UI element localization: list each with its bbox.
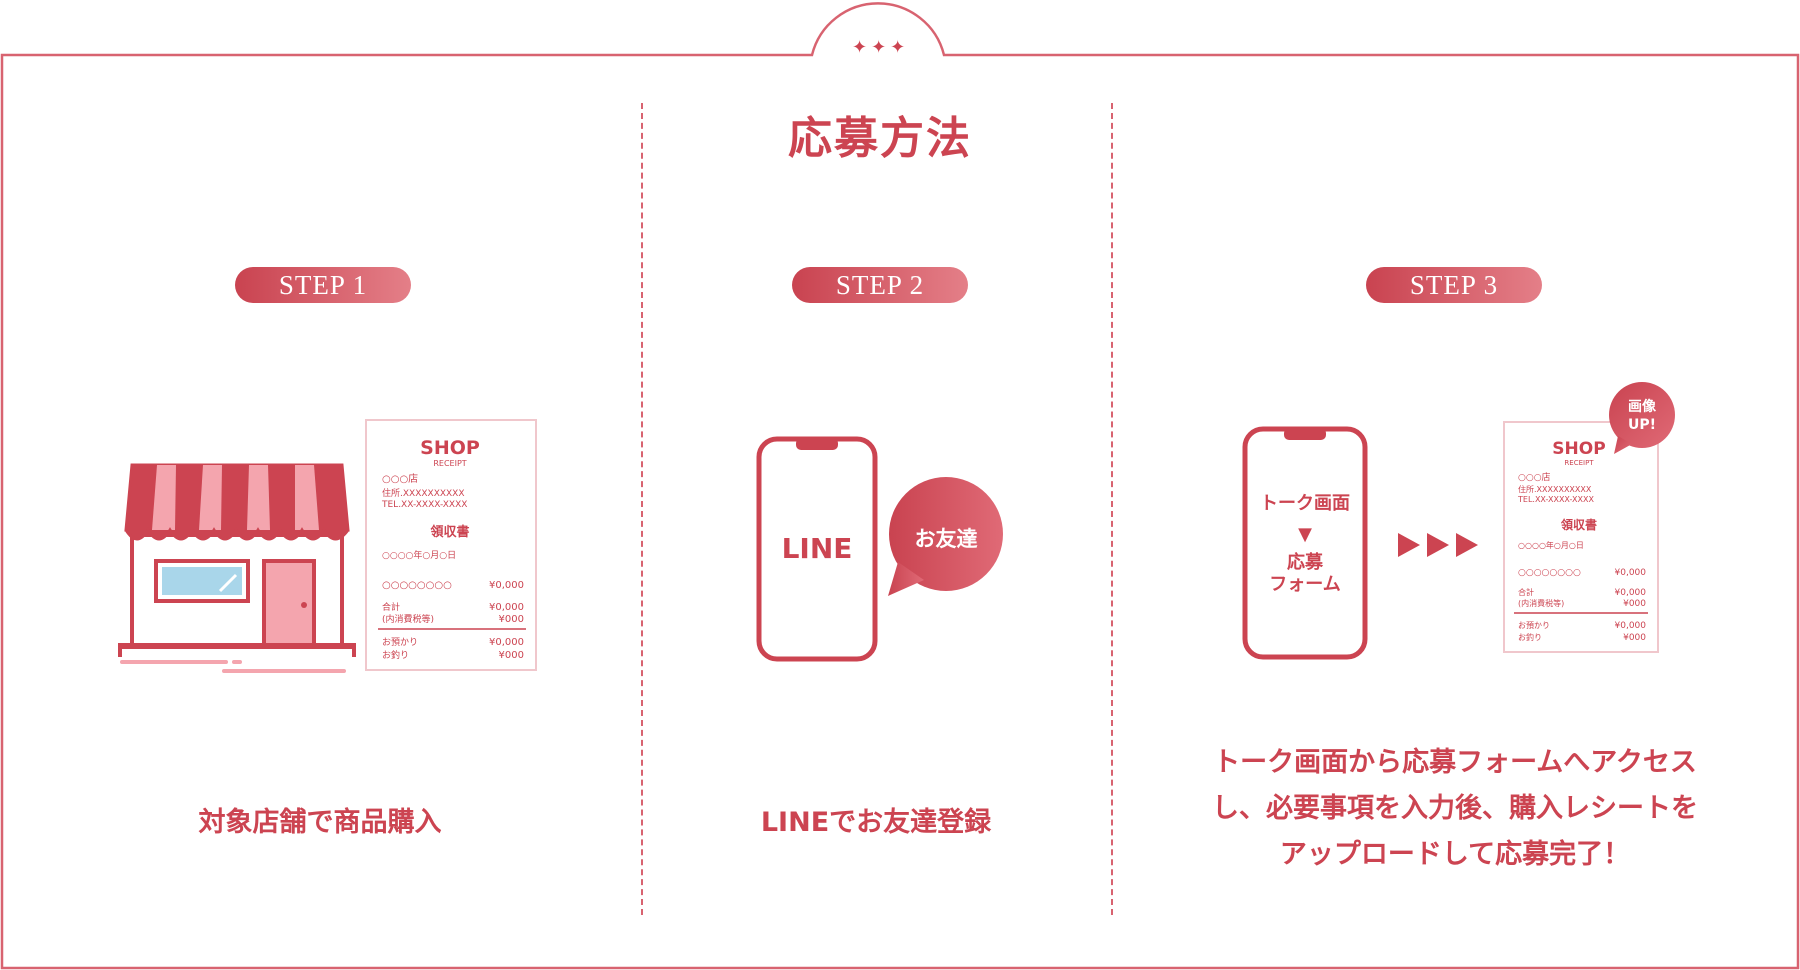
step-3-caption: トーク画面から応募フォームへアクセス し、必要事項を入力後、購入レシートを アッ…: [1150, 740, 1760, 878]
receipt-small-deposit-price: ¥0,000: [1615, 621, 1647, 631]
phone-form-text-2: フォーム: [1269, 574, 1340, 595]
triple-arrow-icon: [1398, 533, 1478, 557]
receipt-small-tax-price: ¥000: [1623, 599, 1646, 609]
receipt-deposit-label: お預かり: [382, 637, 418, 648]
smartphone-talk-icon: トーク画面 ▼ 応募 フォーム: [1242, 426, 1368, 660]
receipt-small-tax-label: (内消費税等): [1518, 598, 1564, 608]
receipt-small-deposit-label: お預かり: [1518, 621, 1550, 630]
receipt-shop: SHOP: [420, 437, 480, 459]
step-3-badge: STEP 3: [1366, 267, 1542, 303]
step-3-caption-line-3: アップロードして応募完了！: [1279, 839, 1631, 870]
phone-form-text-1: 応募: [1287, 551, 1324, 573]
page-title: 応募方法: [788, 113, 972, 164]
smartphone-icon: LINE: [756, 436, 878, 662]
receipt-change-price: ¥000: [499, 650, 524, 661]
step-1-badge: STEP 1: [235, 267, 411, 303]
receipt-small-date: ○○○○年○月○日: [1518, 540, 1584, 550]
receipt-small-shop: SHOP: [1552, 439, 1605, 459]
receipt-item-price: ¥0,000: [489, 580, 524, 591]
receipt-small-word: RECEIPT: [1564, 459, 1594, 467]
receipt-deposit-price: ¥0,000: [489, 637, 524, 648]
step-2-badge: STEP 2: [792, 267, 968, 303]
step-3-caption-line-2: し、必要事項を入力後、購入レシートを: [1212, 793, 1698, 824]
down-arrow-icon: ▼: [1298, 524, 1312, 545]
receipt-tel: TEL.XX-XXXX-XXXX: [381, 500, 467, 510]
receipt-change-label: お釣り: [382, 649, 409, 661]
receipt-small-change-label: お釣り: [1518, 632, 1542, 642]
receipt-address: 住所.XXXXXXXXXX: [382, 487, 465, 499]
receipt-total-price: ¥0,000: [489, 602, 524, 613]
receipt-date: ○○○○年○月○日: [382, 549, 456, 561]
receipt-small-total-price: ¥0,000: [1615, 588, 1647, 598]
receipt-small-item-price: ¥0,000: [1615, 568, 1647, 578]
speech-bubble-icon: お友達: [888, 477, 1003, 596]
column-divider-right: [1111, 103, 1113, 915]
receipt-tax-label: (内消費税等): [382, 613, 434, 625]
ornament-stars-icon: ✦✦✦: [852, 37, 910, 58]
receipt-small-store: ○○○店: [1518, 471, 1551, 483]
receipt-small-change-price: ¥000: [1623, 633, 1646, 643]
step-1-caption: 対象店舗で商品購入: [198, 807, 442, 838]
receipt-small-total-label: 合計: [1518, 587, 1534, 597]
receipt-small-heading: 領収書: [1560, 517, 1597, 532]
storefront-icon: [118, 463, 356, 673]
receipt-item-dots: ○○○○○○○○: [382, 580, 452, 591]
badge-text-2: UP!: [1628, 417, 1656, 433]
column-divider-left: [641, 103, 643, 915]
receipt-heading: 領収書: [430, 524, 469, 540]
receipt-small-illustration: SHOP RECEIPT ○○○店 住所.XXXXXXXXXX TEL.XX-X…: [1503, 421, 1659, 653]
step-2-caption: LINEでお友達登録: [760, 807, 992, 838]
receipt-total-label: 合計: [382, 601, 400, 613]
receipt-small-tel: TEL.XX-XXXX-XXXX: [1517, 495, 1594, 504]
receipt-small-address: 住所.XXXXXXXXXX: [1518, 484, 1592, 494]
receipt-store: ○○○店: [382, 472, 418, 485]
receipt-small-item-dots: ○○○○○○○○: [1518, 568, 1581, 578]
phone-line-text: LINE: [782, 532, 853, 565]
phone-talk-text: トーク画面: [1260, 493, 1350, 514]
bubble-text: お友達: [915, 527, 978, 551]
receipt-word: RECEIPT: [433, 459, 466, 468]
receipt-illustration: SHOP RECEIPT ○○○店 住所.XXXXXXXXXX TEL.XX-X…: [365, 419, 537, 671]
badge-text-1: 画像: [1628, 398, 1657, 415]
step-3-caption-line-1: トーク画面から応募フォームへアクセス: [1213, 747, 1697, 778]
receipt-tax-price: ¥000: [499, 614, 524, 625]
image-upload-badge: 画像 UP!: [1609, 382, 1675, 454]
